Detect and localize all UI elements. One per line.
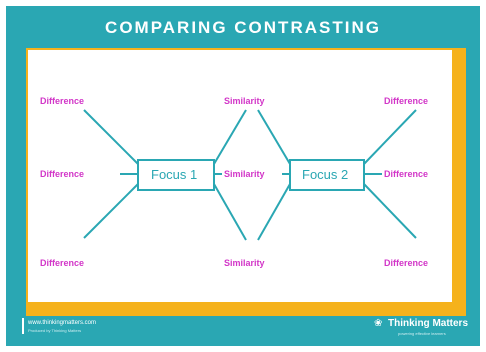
focus-1-label: Focus 1 (151, 167, 198, 182)
focus-2-box (289, 159, 365, 191)
focus-2-label: Focus 2 (302, 167, 349, 182)
difference-label-middle-left: Difference (40, 169, 85, 179)
connector-line (213, 183, 247, 241)
connector-line (213, 109, 247, 165)
connector-line (83, 109, 139, 165)
diagram-panel: Difference Difference Difference Similar… (28, 50, 452, 302)
similarity-label-middle: Similarity (224, 169, 265, 179)
focus-1-box (137, 159, 215, 191)
brand-name: Thinking Matters (388, 318, 469, 329)
similarity-label-top: Similarity (224, 96, 265, 106)
thinking-matters-logo-icon: ❀ (374, 318, 383, 329)
brand-tagline: powering effective learners (398, 331, 446, 336)
footer-url: www.thinkingmatters.com (28, 320, 97, 326)
connector-line (363, 183, 417, 239)
similarity-label-bottom: Similarity (224, 258, 265, 268)
connector-line (363, 109, 417, 165)
difference-label-top-right: Difference (384, 96, 429, 106)
footer-url-subtitle: Produced by Thinking Matters (28, 328, 82, 333)
connector-line (257, 109, 291, 165)
connector-line (257, 183, 291, 241)
footer-divider (22, 318, 24, 334)
diagram-lines (83, 109, 417, 241)
difference-label-middle-right: Difference (384, 169, 429, 179)
connector-line (83, 183, 139, 239)
page-title: COMPARING CONTRASTING (105, 18, 381, 37)
difference-label-bottom-right: Difference (384, 258, 429, 268)
difference-label-bottom-left: Difference (40, 258, 85, 268)
difference-label-top-left: Difference (40, 96, 85, 106)
